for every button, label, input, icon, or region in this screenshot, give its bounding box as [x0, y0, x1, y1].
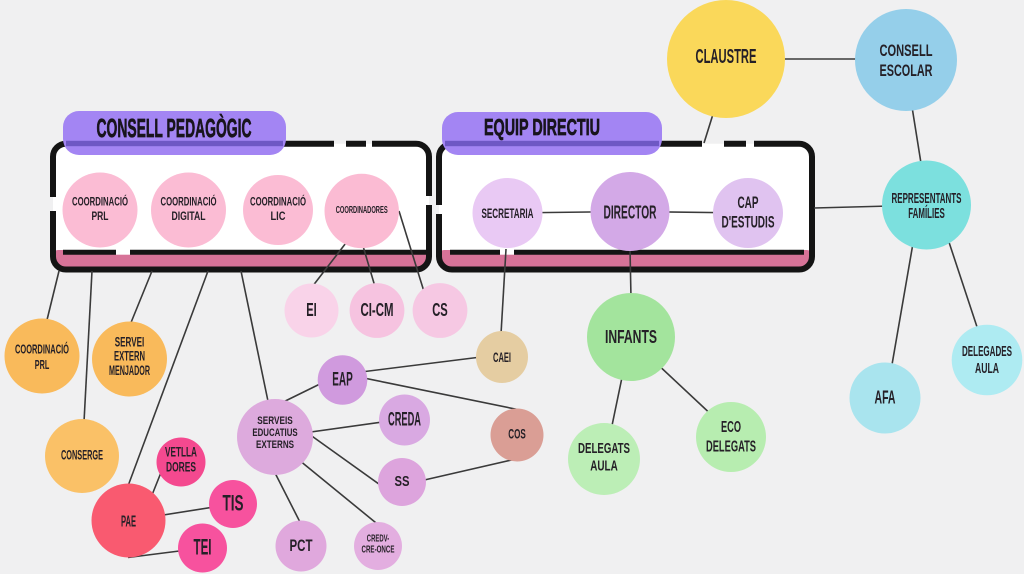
svg-text:TIS: TIS — [223, 491, 244, 516]
svg-text:DELEGADES: DELEGADES — [962, 344, 1012, 360]
svg-text:CS: CS — [432, 299, 448, 320]
svg-text:COS: COS — [508, 425, 526, 441]
svg-text:CLAUSTRE: CLAUSTRE — [696, 46, 757, 68]
svg-text:PAE: PAE — [121, 514, 136, 531]
svg-text:TEI: TEI — [194, 535, 212, 560]
svg-text:CRE-ONCE: CRE-ONCE — [362, 545, 395, 556]
svg-text:CONSERGE: CONSERGE — [61, 447, 103, 463]
svg-text:EI: EI — [306, 299, 317, 320]
svg-text:CI-CM: CI-CM — [361, 299, 394, 320]
svg-text:EQUIP DIRECTIU: EQUIP DIRECTIU — [484, 114, 600, 140]
svg-text:AFA: AFA — [875, 387, 896, 408]
svg-text:CREDA: CREDA — [388, 410, 421, 431]
svg-text:COORDINADORES: COORDINADORES — [336, 204, 388, 216]
svg-text:EXTERNS: EXTERNS — [256, 439, 294, 451]
svg-text:SECRETARIA: SECRETARIA — [482, 205, 534, 221]
svg-text:CAP: CAP — [738, 193, 759, 212]
svg-text:ECO: ECO — [721, 419, 741, 436]
svg-text:PCT: PCT — [290, 536, 313, 555]
svg-text:SS: SS — [395, 473, 410, 490]
svg-text:DORES: DORES — [166, 460, 196, 475]
svg-text:ESCOLAR: ESCOLAR — [880, 62, 933, 80]
svg-text:EAP: EAP — [332, 370, 353, 391]
svg-text:AULA: AULA — [590, 459, 618, 475]
svg-text:DIRECTOR: DIRECTOR — [604, 203, 657, 223]
svg-text:PRL: PRL — [35, 357, 50, 372]
svg-text:CREDV-: CREDV- — [367, 534, 390, 545]
svg-text:CONSELL PEDAGÒGIC: CONSELL PEDAGÒGIC — [97, 113, 252, 143]
svg-text:AULA: AULA — [975, 360, 999, 377]
svg-text:CONSELL: CONSELL — [880, 42, 933, 60]
svg-text:COORDINACIÓ: COORDINACIÓ — [15, 342, 69, 357]
svg-text:CAEI: CAEI — [493, 349, 511, 365]
svg-text:VETLLA: VETLLA — [165, 445, 197, 460]
svg-text:DIGITAL: DIGITAL — [172, 209, 206, 223]
svg-text:FAMÍLIES: FAMÍLIES — [908, 205, 945, 222]
svg-text:PRL: PRL — [92, 209, 109, 223]
svg-text:SERVEI: SERVEI — [115, 335, 145, 350]
svg-text:D'ESTUDIS: D'ESTUDIS — [722, 213, 775, 232]
svg-text:DELEGATS: DELEGATS — [706, 439, 756, 456]
svg-text:COORDINACIÓ: COORDINACIÓ — [72, 194, 128, 209]
svg-text:INFANTS: INFANTS — [605, 327, 657, 347]
svg-text:COORDINACIÓ: COORDINACIÓ — [161, 194, 217, 209]
svg-text:COORDINACIÓ: COORDINACIÓ — [250, 194, 306, 209]
svg-text:EDUCATIUS: EDUCATIUS — [252, 427, 298, 439]
svg-text:LIC: LIC — [271, 209, 286, 223]
svg-text:REPRESENTANTS: REPRESENTANTS — [892, 190, 962, 207]
svg-text:EXTERN: EXTERN — [114, 349, 145, 364]
svg-text:MENJADOR: MENJADOR — [109, 363, 150, 378]
svg-text:SERVEIS: SERVEIS — [257, 415, 293, 427]
svg-text:DELEGATS: DELEGATS — [578, 441, 630, 457]
